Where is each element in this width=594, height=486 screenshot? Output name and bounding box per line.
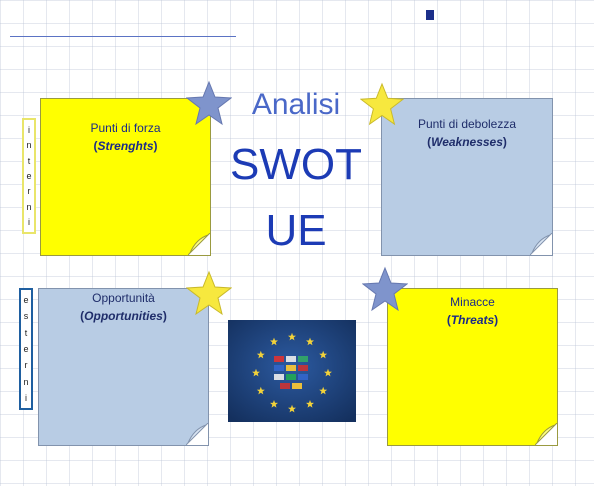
weaknesses-english: (Weaknesses) (427, 135, 507, 149)
opportunities-english: (Opportunities) (80, 309, 167, 323)
flag-star-icon (270, 337, 278, 346)
opportunities-note: Opportunità (Opportunities) (38, 288, 209, 446)
flag-star-icon (306, 399, 314, 408)
flag-star-icon (324, 368, 332, 377)
decorative-top-mark (426, 10, 434, 20)
threats-note: Minacce (Threats) (387, 288, 558, 446)
flag-star-icon (256, 350, 265, 359)
flag-star-icon (256, 386, 265, 395)
star-icon (360, 82, 404, 126)
eu-flag-image (228, 320, 356, 422)
decorative-top-line (10, 36, 236, 37)
flag-star-icon (288, 332, 296, 341)
threats-english: (Threats) (446, 313, 499, 327)
flag-star-icon (270, 399, 278, 408)
page-curl-icon (535, 423, 557, 445)
strengths-english: (Strenghts) (93, 139, 158, 153)
title-analisi: Analisi (251, 88, 341, 121)
threats-label: Minacce (450, 295, 495, 309)
page-curl-icon (188, 233, 210, 255)
title-ue: UE (265, 206, 327, 255)
weaknesses-label: Punti di debolezza (417, 117, 517, 131)
opportunities-label: Opportunità (92, 291, 155, 305)
flag-star-icon (306, 337, 314, 346)
strengths-note: Punti di forza (Strenghts) (40, 98, 211, 256)
flag-star-icon (252, 368, 260, 377)
star-icon (186, 270, 232, 316)
flag-star-icon (288, 404, 296, 413)
title-swot: SWOT (230, 140, 362, 189)
page-curl-icon (530, 233, 552, 255)
page-curl-icon (186, 423, 208, 445)
star-icon (186, 80, 232, 126)
flag-star-icon (319, 350, 328, 359)
strengths-label: Punti di forza (90, 121, 161, 135)
star-icon (362, 266, 408, 312)
weaknesses-note: Punti di debolezza (Weaknesses) (381, 98, 553, 256)
flag-star-icon (319, 386, 328, 395)
